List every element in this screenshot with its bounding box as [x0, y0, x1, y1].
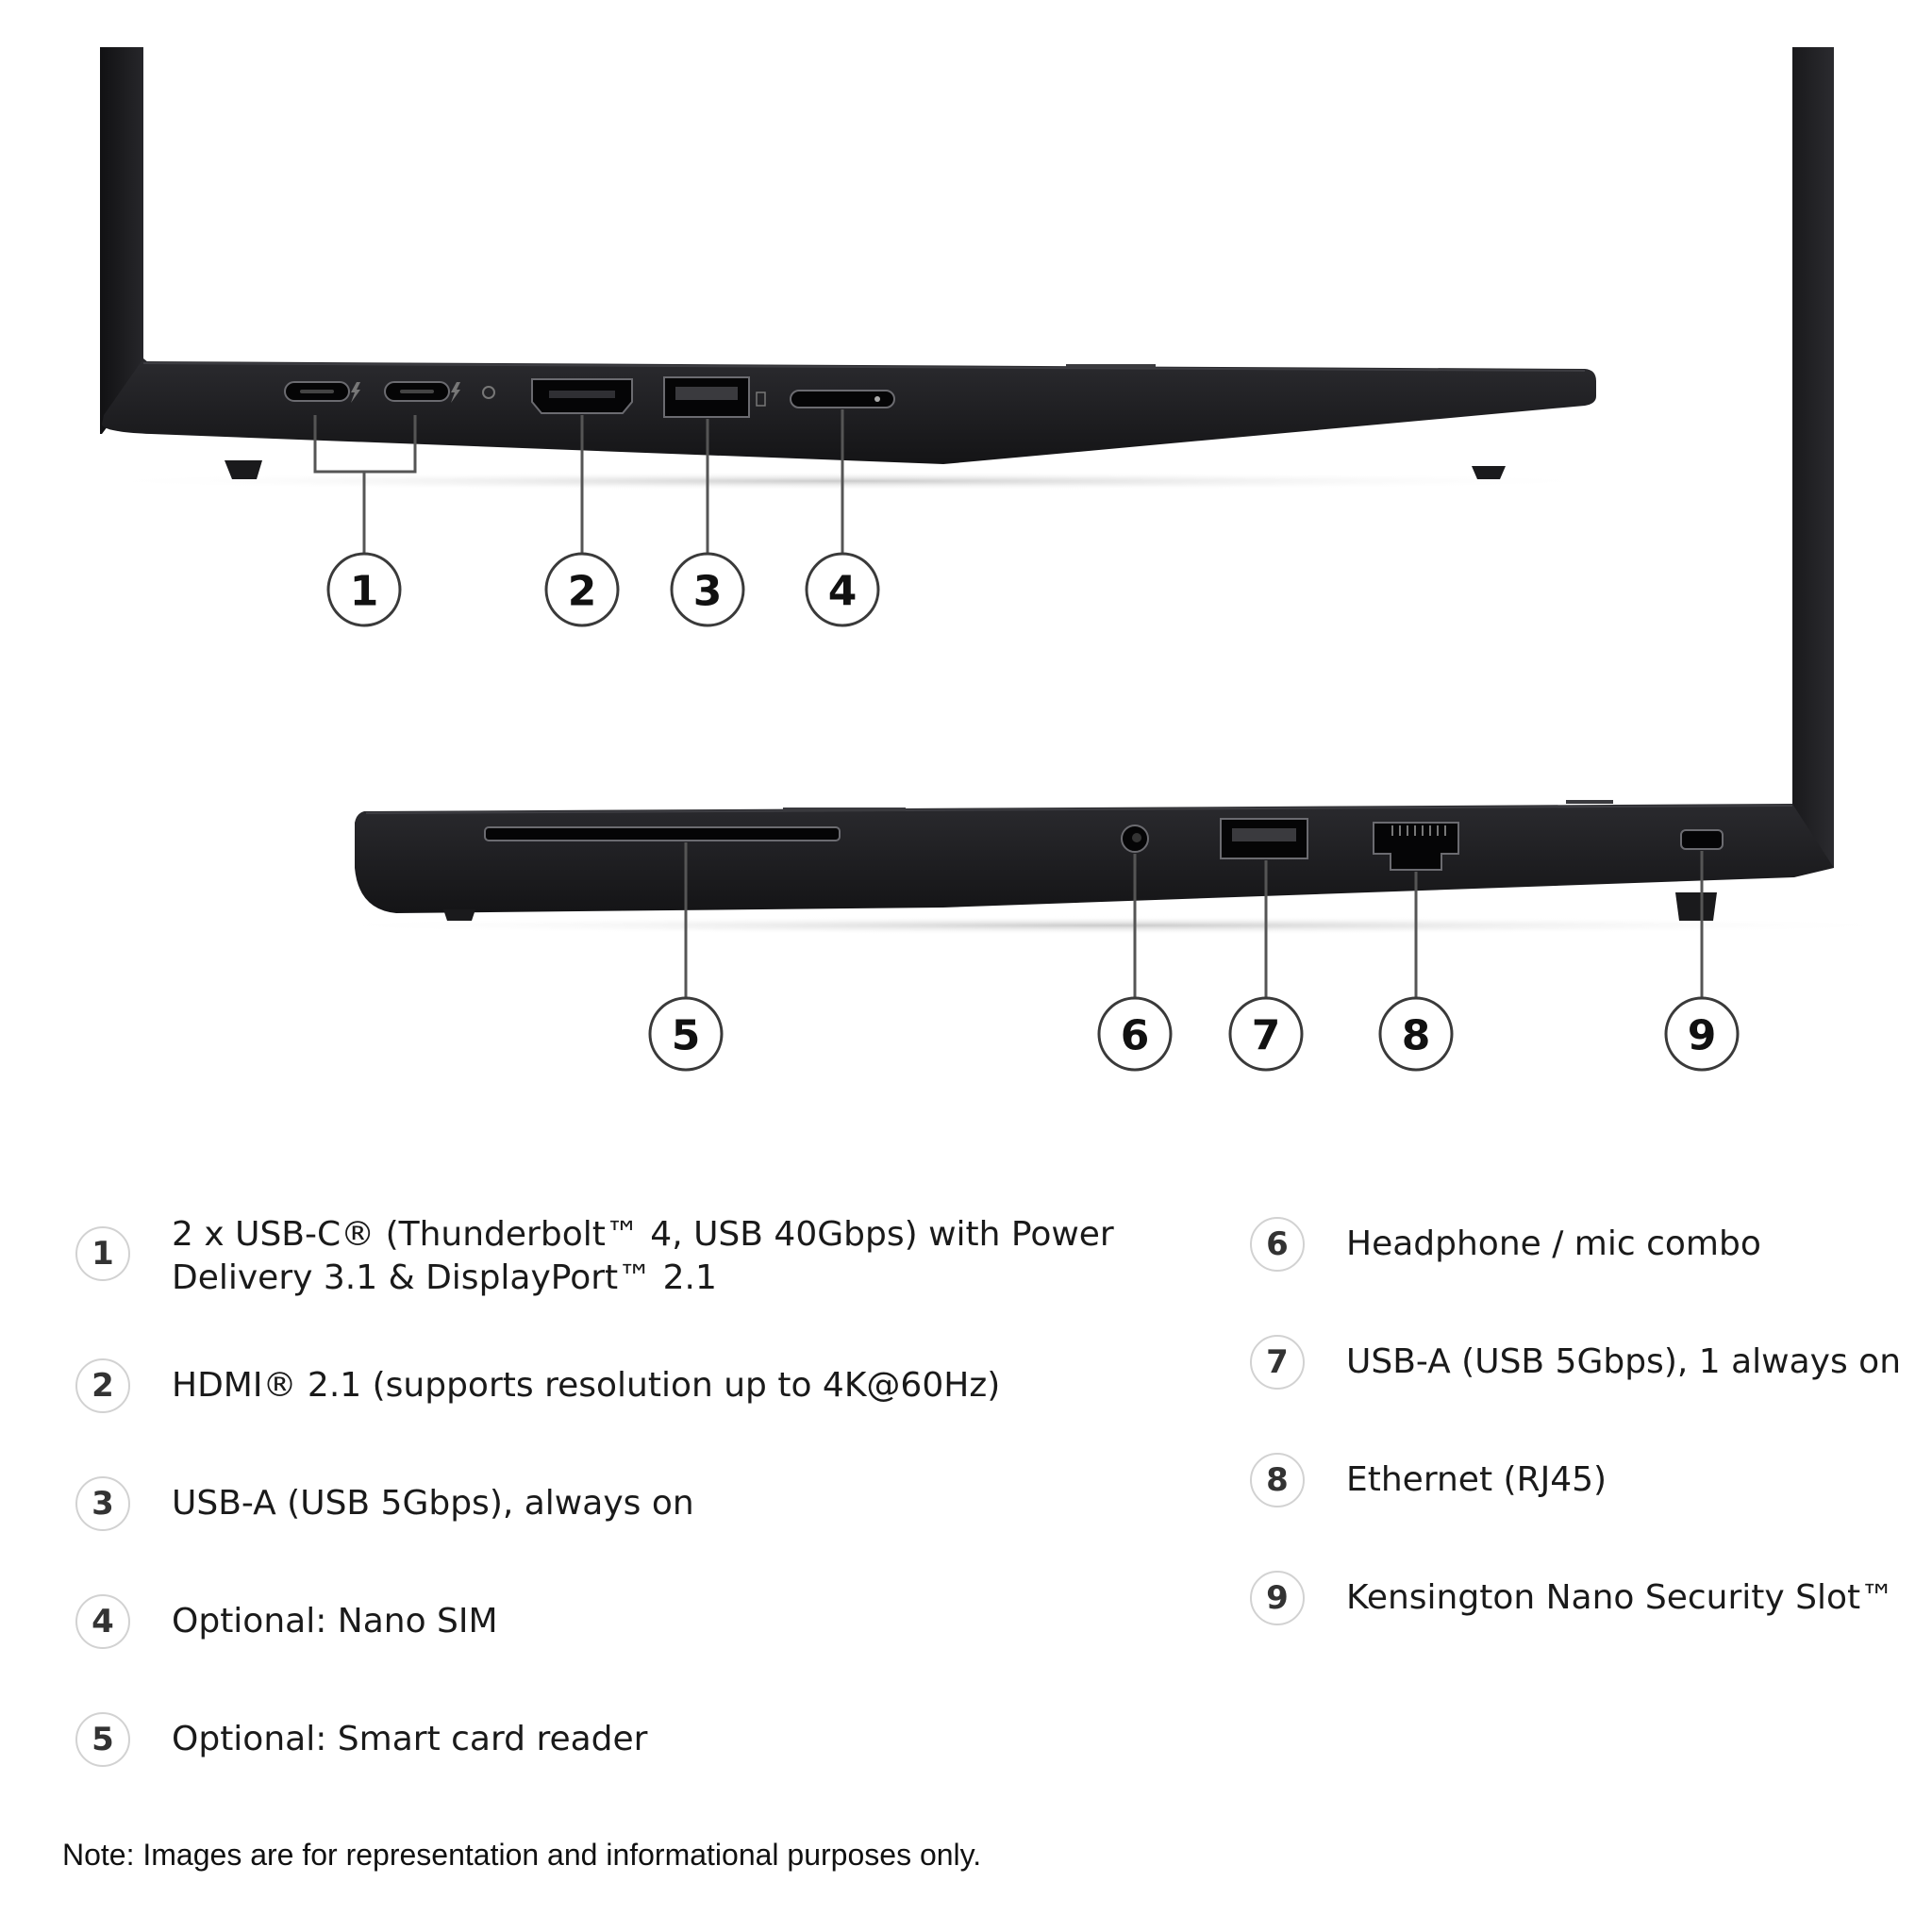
- legend-number-badge: 6: [1250, 1217, 1305, 1272]
- laptop-right-side-view: [302, 47, 1924, 935]
- legend-label: Optional: Smart card reader: [172, 1720, 648, 1758]
- usb-c-ports-group: [284, 381, 495, 403]
- callout-7: 7: [1228, 996, 1304, 1072]
- legend-item: 2 HDMI® 2.1 (supports resolution up to 4…: [75, 1358, 1000, 1413]
- callout-2: 2: [544, 552, 620, 627]
- svg-text:6: 6: [1121, 1012, 1150, 1060]
- svg-text:1: 1: [350, 568, 379, 616]
- laptop-ports-diagram: 1 2 3 4 5 6 7 8 9: [75, 47, 1924, 1072]
- legend-label: USB-A (USB 5Gbps), always on: [172, 1484, 694, 1523]
- kensington-slot: [1680, 829, 1724, 850]
- callout-4: 4: [805, 552, 880, 627]
- legend-item: 8 Ethernet (RJ45): [1250, 1453, 1607, 1507]
- legend-number-badge: 2: [75, 1358, 130, 1413]
- legend-number-badge: 9: [1250, 1571, 1305, 1625]
- legend-item: 4 Optional: Nano SIM: [75, 1594, 498, 1649]
- legend-number-badge: 7: [1250, 1335, 1305, 1390]
- legend-number-badge: 1: [75, 1226, 130, 1281]
- legend-item: 6 Headphone / mic combo: [1250, 1217, 1761, 1272]
- callout-3: 3: [670, 552, 745, 627]
- legend-label: Kensington Nano Security Slot™: [1346, 1578, 1895, 1617]
- laptop-left-side-view: [75, 47, 1623, 491]
- status-led: [482, 386, 495, 399]
- svg-text:5: 5: [672, 1012, 701, 1060]
- legend-item: 7 USB-A (USB 5Gbps), 1 always on: [1250, 1335, 1901, 1390]
- legend-label: 2 x USB-C® (Thunderbolt™ 4, USB 40Gbps) …: [172, 1215, 1114, 1297]
- leader-lines-top: [313, 409, 844, 553]
- svg-text:8: 8: [1402, 1012, 1431, 1060]
- legend-label: Headphone / mic combo: [1346, 1224, 1761, 1263]
- svg-text:7: 7: [1252, 1012, 1281, 1060]
- usb-a-port-right: [1220, 818, 1308, 859]
- headphone-jack: [1121, 824, 1149, 853]
- legend-number-badge: 4: [75, 1594, 130, 1649]
- legend-number-badge: 3: [75, 1476, 130, 1531]
- thunderbolt-icon: [351, 382, 360, 403]
- usb-a-port: [663, 376, 766, 418]
- legend-number-badge: 8: [1250, 1453, 1305, 1507]
- smart-card-slot: [484, 826, 841, 841]
- disclaimer-note: Note: Images are for representation and …: [62, 1838, 982, 1872]
- ethernet-port: [1373, 822, 1459, 871]
- nano-sim-slot: [790, 390, 895, 408]
- thunderbolt-icon: [451, 382, 460, 403]
- callout-5: 5: [648, 996, 724, 1072]
- legend-item: 9 Kensington Nano Security Slot™: [1250, 1571, 1894, 1625]
- svg-text:2: 2: [568, 568, 597, 616]
- legend-label: Optional: Nano SIM: [172, 1602, 498, 1641]
- svg-text:3: 3: [693, 568, 723, 616]
- legend-label: USB-A (USB 5Gbps), 1 always on: [1346, 1342, 1902, 1381]
- leader-lines-bottom: [684, 842, 1704, 998]
- callout-9: 9: [1664, 996, 1740, 1072]
- svg-text:9: 9: [1688, 1012, 1717, 1060]
- callout-1: 1: [326, 552, 402, 627]
- hdmi-port: [531, 378, 633, 414]
- legend-item: 5 Optional: Smart card reader: [75, 1712, 647, 1767]
- legend-number-badge: 5: [75, 1712, 130, 1767]
- legend-item: 1 2 x USB-C® (Thunderbolt™ 4, USB 40Gbps…: [75, 1215, 1208, 1300]
- callout-6: 6: [1097, 996, 1173, 1072]
- legend-item: 3 USB-A (USB 5Gbps), always on: [75, 1476, 694, 1531]
- battery-icon: [756, 391, 766, 407]
- legend-label: HDMI® 2.1 (supports resolution up to 4K@…: [172, 1366, 1001, 1405]
- svg-text:4: 4: [828, 568, 858, 616]
- legend-label: Ethernet (RJ45): [1346, 1460, 1607, 1499]
- callout-8: 8: [1378, 996, 1454, 1072]
